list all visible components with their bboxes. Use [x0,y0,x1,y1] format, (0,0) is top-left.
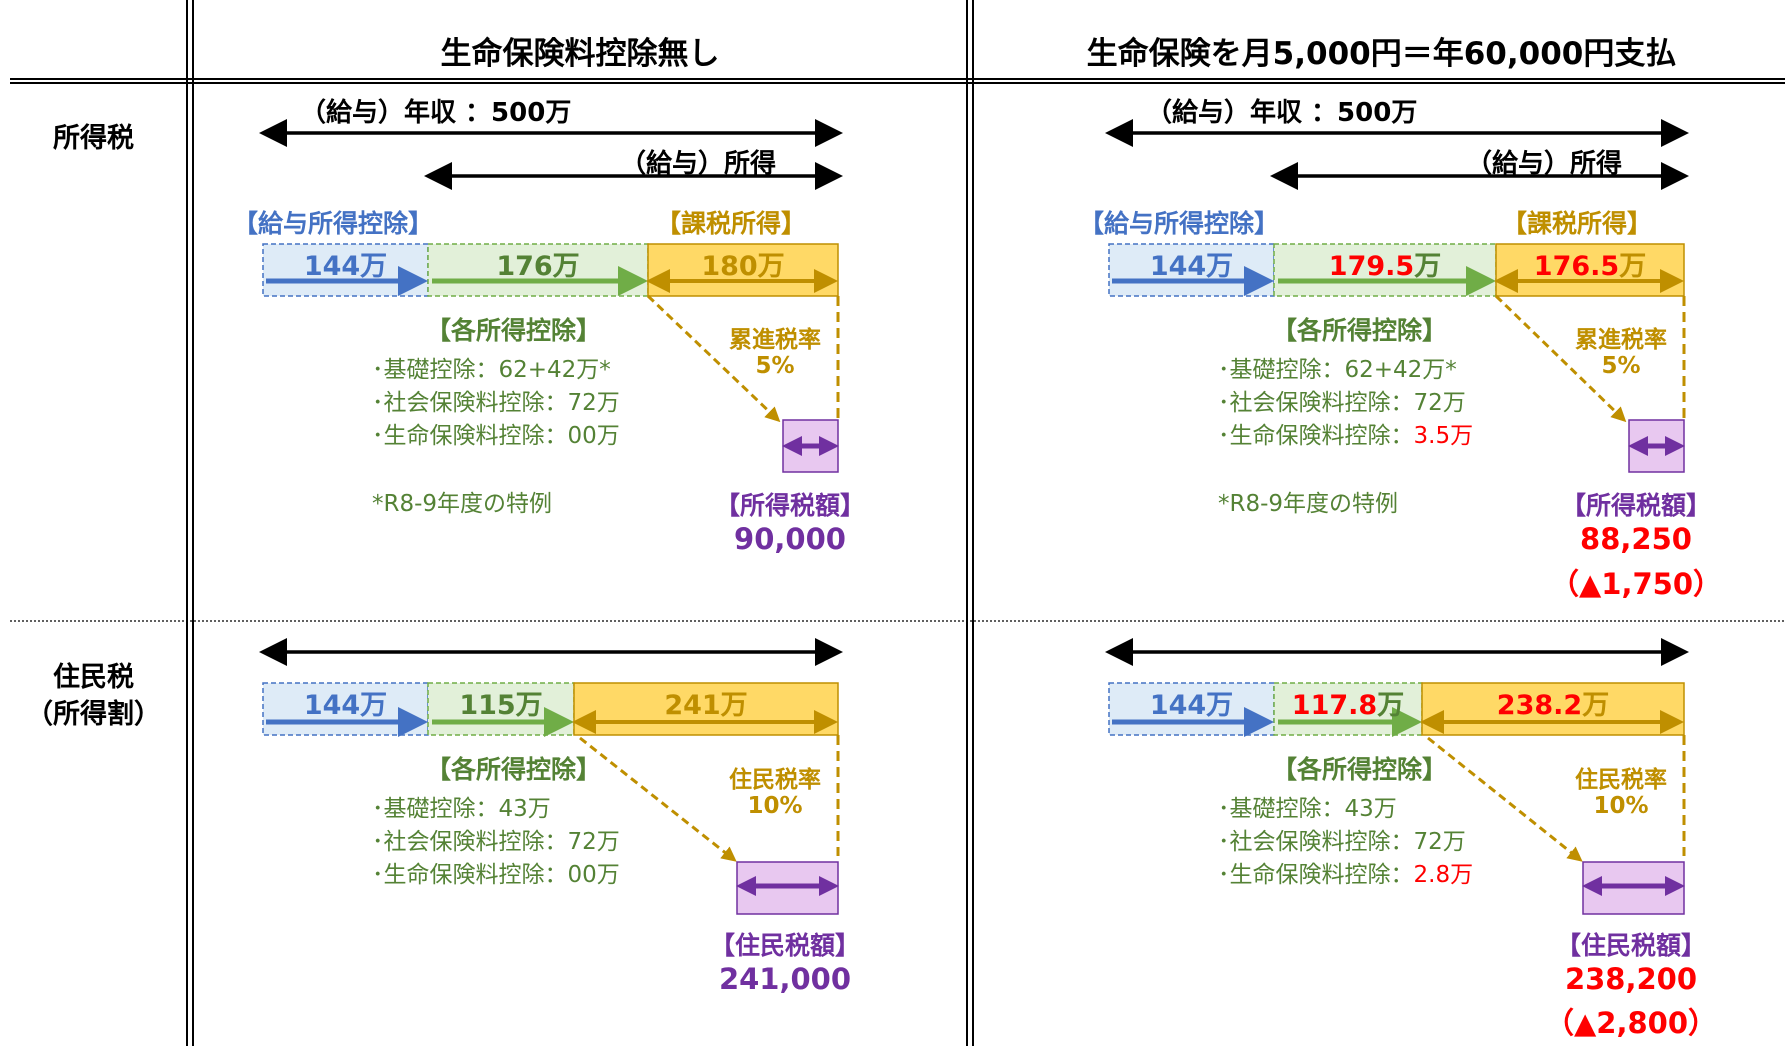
income-tax-amount-label: 【所得税額】 [714,491,865,520]
c2-resident-tax-diff: （▲2,800） [1544,1006,1718,1040]
it-item-basic: ･基礎控除：62+42万* [372,357,611,383]
each-deduction-label: 【各所得控除】 [426,316,602,345]
c2-income-tax-amount: 88,250 [1580,522,1692,556]
c2-income-tax-amount-label: 【所得税額】 [1560,491,1711,520]
resident-tax-amount: 241,000 [718,962,852,996]
c2-it-seg1-value: 144万 [1149,251,1234,282]
c2-rt-item-life-value: 2.8万 [1413,862,1474,888]
c2-it-item-social: ･社会保険料控除：72万 [1218,390,1466,416]
c2-it-seg3-value: 176.5万 [1496,244,1684,283]
each-deduction-segment [427,243,649,297]
c2-it-seg3-unit: 万 [1619,251,1647,282]
c2-rt-seg3-unit: 万 [1582,690,1610,721]
progressive-rate-label: 累進税率 [729,327,821,353]
row-label-resident-tax: 住民税 [53,662,134,693]
taxable-income-label: 【課税所得】 [656,209,807,238]
resident-rate-value: 10% [747,793,803,819]
c2-each-deduction-label: 【各所得控除】 [1272,316,1448,345]
special-note: *R8-9年度の特例 [372,491,553,517]
c2-rt-seg3-num: 238.2 [1496,690,1583,721]
col2-income-tax-graphics [1105,119,1689,473]
rt-item-life: ･生命保険料控除：00万 [372,862,620,888]
c2-rt-seg2-num: 117.8 [1291,690,1378,721]
row-label-resident-tax-sub: （所得割） [26,699,161,730]
it-seg3-value: 180万 [701,251,785,282]
c2-annual-income-label: （給与）年収 ：500万 [1146,98,1418,128]
resident-tax-amount-label: 【住民税額】 [709,931,860,960]
c2-rt-seg3-value: 238.2万 [1422,683,1684,722]
c2-resident-rate-value: 10% [1593,793,1649,819]
c2-rt-item-basic: ･基礎控除：43万 [1218,796,1397,822]
col1-resident-tax-graphics [259,638,843,915]
c2-rt-item-life: ･生命保険料控除：2.8万 [1218,855,1473,889]
row-label-income-tax: 所得税 [53,123,134,154]
c2-resident-tax-amount-label: 【住民税額】 [1555,931,1706,960]
rt-item-basic: ･基礎控除：43万 [372,796,551,822]
it-item-life: ･生命保険料控除：00万 [372,423,620,449]
c2-rt-seg2-value: 117.8万 [1274,683,1422,722]
rt-seg1-value: 144万 [303,690,388,721]
c2-it-seg3-num: 176.5 [1533,251,1620,282]
c2-it-item-life-value: 3.5万 [1413,423,1474,449]
c2-salary-deduction-label: 【給与所得控除】 [1079,209,1280,238]
it-item-social: ･社会保険料控除：72万 [372,390,620,416]
income-label: （給与）所得 [620,149,777,179]
col2-header: 生命保険を月5,000円＝年60,000円支払 [1086,36,1677,72]
col2-resident-tax-graphics [1105,638,1689,915]
c2-it-item-life: ･生命保険料控除：3.5万 [1218,416,1473,450]
rt-item-social: ･社会保険料控除：72万 [372,829,620,855]
rt-seg3-value: 241万 [664,690,748,721]
c2-it-seg2-value: 179.5万 [1274,244,1496,283]
resident-rate-label: 住民税率 [729,767,821,793]
it-seg2-value: 176万 [496,251,580,282]
rt-seg2-value: 115万 [459,690,543,721]
c2-rt-item-social: ･社会保険料控除：72万 [1218,829,1466,855]
col1-header: 生命保険料控除無し [440,36,720,72]
c2-resident-tax-amount: 238,200 [1564,962,1698,996]
c2-it-seg2-unit: 万 [1414,251,1442,282]
c2-rt-item-life-prefix: ･生命保険料控除： [1218,862,1414,888]
income-tax-amount: 90,000 [734,522,846,556]
c2-rt-each-deduction-label: 【各所得控除】 [1272,755,1448,784]
rt-each-deduction-label: 【各所得控除】 [426,755,602,784]
c2-income-label: （給与）所得 [1466,149,1623,179]
c2-it-item-life-prefix: ･生命保険料控除： [1218,423,1414,449]
progressive-rate-value: 5% [755,353,795,379]
c2-progressive-rate-label: 累進税率 [1575,327,1667,353]
c2-it-seg2-num: 179.5 [1328,251,1415,282]
col1-income-tax-graphics [259,119,843,473]
c2-resident-rate-label: 住民税率 [1575,767,1667,793]
it-seg1-value: 144万 [303,251,388,282]
c2-rt-seg1-value: 144万 [1149,690,1234,721]
c2-income-tax-diff: （▲1,750） [1549,567,1723,601]
c2-progressive-rate-value: 5% [1601,353,1641,379]
salary-deduction-label: 【給与所得控除】 [233,209,434,238]
c2-it-item-basic: ･基礎控除：62+42万* [1218,357,1457,383]
annual-income-label: （給与）年収 ：500万 [300,98,572,128]
c2-taxable-income-label: 【課税所得】 [1502,209,1653,238]
c2-rt-seg2-unit: 万 [1377,690,1405,721]
table-grid [10,0,1785,1046]
c2-special-note: *R8-9年度の特例 [1218,491,1399,517]
